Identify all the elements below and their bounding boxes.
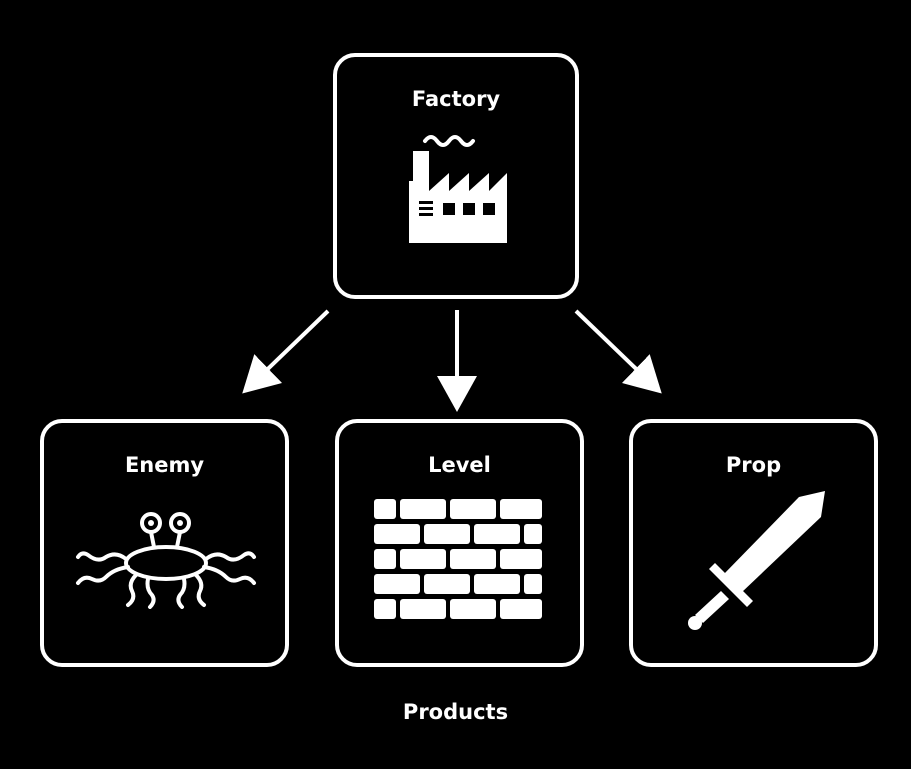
brick-wall-icon — [374, 499, 542, 619]
arrow-to-prop — [574, 309, 662, 394]
enemy-title: Enemy — [124, 453, 205, 477]
arrow-to-enemy — [242, 309, 330, 394]
factory-box: Factory — [333, 53, 579, 299]
enemy-box: Enemy — [40, 419, 289, 667]
sword-icon — [688, 491, 825, 630]
products-caption: Products — [402, 700, 509, 724]
flying-spaghetti-monster-icon — [76, 512, 256, 609]
prop-title: Prop — [725, 453, 782, 477]
factory-icon — [409, 135, 507, 243]
level-box: Level — [335, 419, 584, 667]
prop-box: Prop — [629, 419, 878, 667]
factory-title: Factory — [411, 87, 501, 111]
level-title: Level — [428, 453, 491, 477]
